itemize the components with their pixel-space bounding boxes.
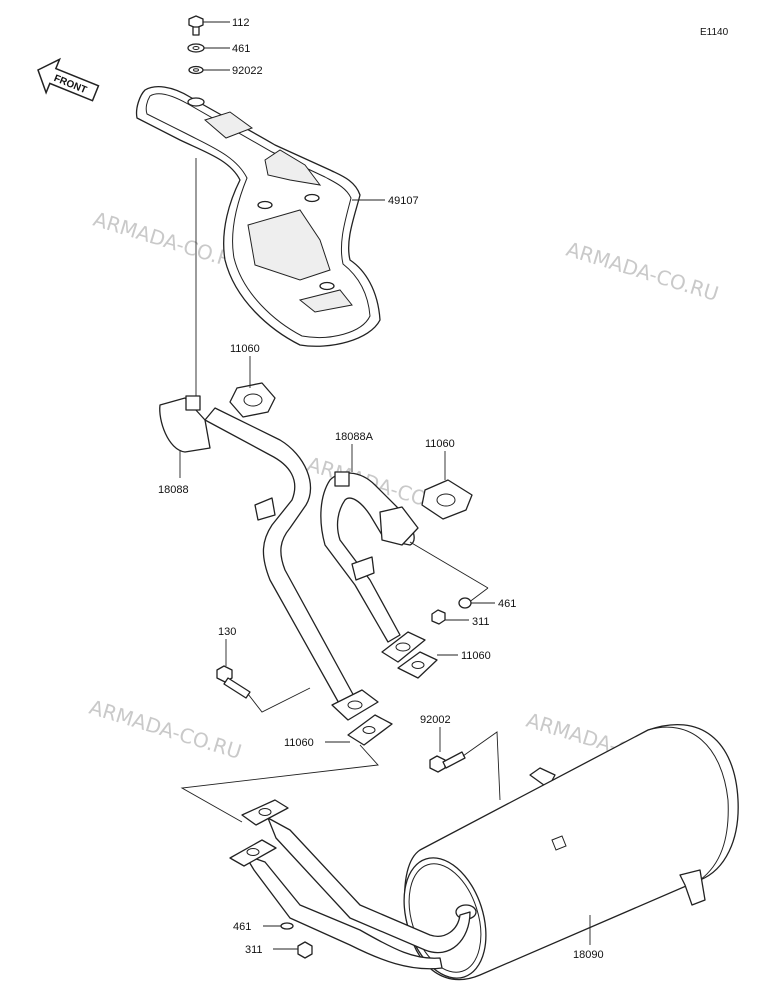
- gasket-11060-right: [421, 479, 473, 520]
- callout-49107: 49107: [388, 195, 419, 207]
- callout-11060-low: 11060: [284, 737, 314, 749]
- nut-311-bottom-icon: [297, 941, 313, 959]
- washer-92022-top-icon: [188, 65, 204, 75]
- gasket-11060-low: [347, 714, 393, 746]
- muffler-inlet-pipes: [229, 799, 471, 970]
- callout-311-mid: 311: [472, 616, 490, 628]
- nut-311-mid-icon: [431, 609, 446, 625]
- washer-461-top-icon: [187, 43, 205, 53]
- bolt-130-icon: [216, 665, 251, 699]
- gasket-11060-mid: [397, 651, 438, 679]
- callout-18090: 18090: [573, 949, 604, 961]
- heat-shield-49107: [135, 86, 381, 347]
- callout-112: 112: [232, 17, 250, 29]
- callout-11060-right: 11060: [425, 438, 455, 450]
- callout-11060-left: 11060: [230, 343, 260, 355]
- gasket-11060-left: [229, 382, 276, 418]
- watermark-4: ARMADA-CO.RU: [87, 695, 245, 764]
- diagram-code: E1140: [700, 27, 729, 38]
- callout-18088: 18088: [158, 484, 189, 496]
- callout-92002: 92002: [420, 714, 451, 726]
- callout-461-top: 461: [232, 43, 250, 55]
- callout-11060-mid: 11060: [461, 650, 491, 662]
- bolt-112-icon: [188, 15, 204, 36]
- washer-461-bottom-icon: [280, 922, 294, 930]
- callout-311-bottom: 311: [245, 944, 263, 956]
- exhaust-pipe-18088: [159, 395, 379, 721]
- callout-130: 130: [218, 626, 236, 638]
- washer-461-mid-icon: [458, 597, 472, 609]
- callout-18088a: 18088A: [335, 431, 374, 443]
- watermark-2: ARMADA-CO.RU: [564, 237, 722, 306]
- exhaust-pipe-18088a: [320, 471, 426, 663]
- front-arrow-icon: FRONT: [37, 57, 100, 102]
- callout-461-bottom: 461: [233, 921, 251, 933]
- callout-92022: 92022: [232, 65, 263, 77]
- callout-461-mid: 461: [498, 598, 516, 610]
- bolt-92002-icon: [429, 751, 466, 773]
